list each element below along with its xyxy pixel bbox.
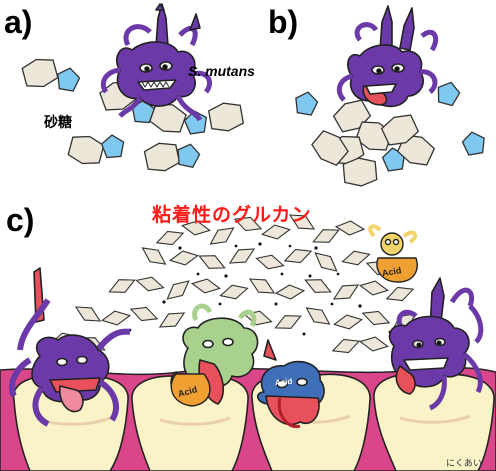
bacterium-b — [336, 5, 439, 108]
glucan-title: 粘着性のグルカン — [152, 204, 312, 226]
bacterium-c-yellow — [368, 224, 418, 283]
panel-label-a: a) — [4, 4, 33, 40]
signature: にくあい — [446, 459, 482, 469]
acid-bags — [170, 373, 211, 407]
sugar-label: 砂糖 — [44, 115, 72, 131]
bacterium-c-blue — [257, 339, 325, 429]
panel-label-c: c) — [6, 202, 35, 238]
bacterium-c-right — [388, 277, 484, 411]
glucan-specks — [128, 242, 392, 336]
bacterium-c-left — [9, 267, 131, 427]
species-label: S. mutans — [188, 63, 255, 79]
panel-label-b: b) — [268, 4, 299, 40]
bacterium-a — [100, 3, 212, 122]
